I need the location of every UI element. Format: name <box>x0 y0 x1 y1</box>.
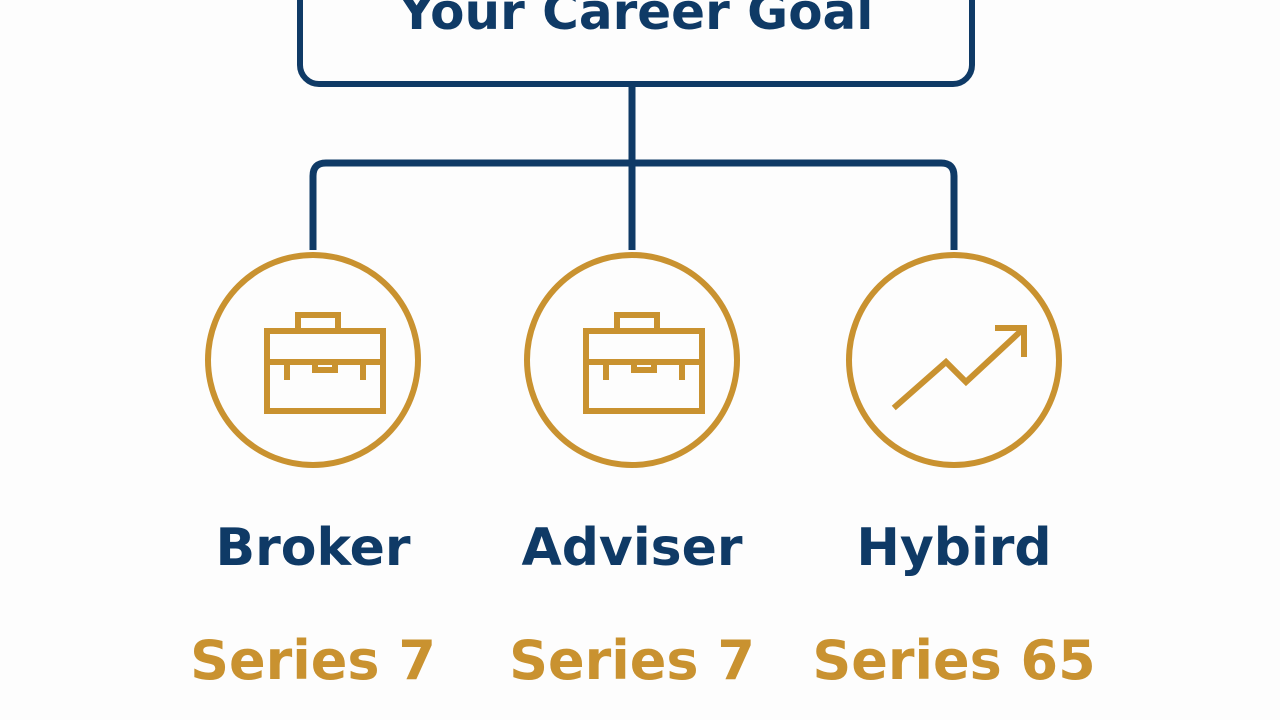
path-broker: Broker Series 7 <box>190 0 436 720</box>
series-label: Series 7 <box>509 629 755 692</box>
role-label: Hybird <box>856 518 1052 578</box>
role-label: Adviser <box>521 518 743 578</box>
hybird-circle <box>846 252 1062 468</box>
trend-up-icon <box>891 325 1027 411</box>
goal-box: Your Career Goal <box>297 0 975 87</box>
goal-title: Your Career Goal <box>398 0 874 41</box>
path-hybird: Hybird Series 65 <box>812 0 1096 720</box>
series-label: Series 65 <box>812 629 1096 692</box>
briefcase-icon <box>264 312 386 414</box>
branch-line <box>309 159 958 250</box>
briefcase-icon <box>583 312 705 414</box>
adviser-circle <box>524 252 740 468</box>
path-adviser: Adviser Series 7 <box>509 0 755 720</box>
broker-circle <box>205 252 421 468</box>
role-label: Broker <box>215 518 411 578</box>
series-label: Series 7 <box>190 629 436 692</box>
